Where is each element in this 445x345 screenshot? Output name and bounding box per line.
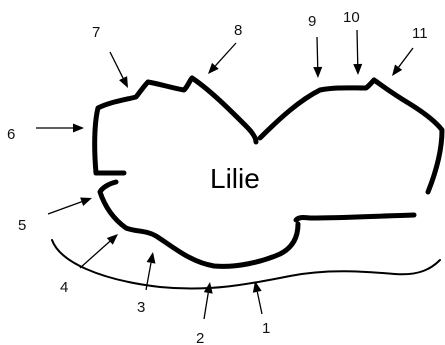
marker-9-arrow-line bbox=[316, 36, 319, 68]
marker-5-arrow-line bbox=[47, 201, 82, 215]
marker-7-arrow-head bbox=[119, 76, 128, 88]
outline-right-top bbox=[257, 77, 445, 195]
outline-left-top bbox=[92, 75, 259, 176]
marker-10-arrow-line bbox=[356, 29, 359, 65]
base-curve bbox=[51, 239, 441, 290]
marker-10-label: 10 bbox=[343, 9, 360, 26]
marker-4-arrow-head bbox=[106, 234, 118, 245]
arrows-group bbox=[36, 29, 414, 320]
marker-5-arrow-head bbox=[80, 197, 92, 206]
marker-7-arrow-line bbox=[109, 51, 124, 79]
marker-9-label: 9 bbox=[308, 13, 316, 30]
marker-10-arrow-head bbox=[353, 63, 363, 75]
marker-4-label: 4 bbox=[60, 279, 68, 296]
outline-bottom-right bbox=[293, 212, 417, 223]
marker-8-label: 8 bbox=[234, 22, 242, 39]
marker-8-arrow-line bbox=[214, 42, 237, 67]
marker-4-arrow-line bbox=[79, 240, 111, 269]
marker-1-label: 1 bbox=[262, 320, 270, 337]
marker-3-arrow-line bbox=[145, 262, 152, 291]
marker-5-label: 5 bbox=[18, 217, 26, 234]
marker-9-arrow-head bbox=[313, 66, 323, 78]
marker-11-arrow-line bbox=[398, 47, 414, 68]
marker-1-arrow-line bbox=[256, 291, 263, 315]
marker-2-arrow-head bbox=[203, 282, 213, 294]
marker-11-label: 11 bbox=[412, 25, 428, 42]
marker-7-label: 7 bbox=[92, 24, 100, 41]
marker-1-arrow-head bbox=[252, 281, 262, 293]
marker-2-arrow-line bbox=[203, 292, 209, 320]
center-label: Lilie bbox=[210, 163, 260, 194]
marker-11-arrow-head bbox=[392, 64, 403, 76]
marker-8-arrow-head bbox=[208, 62, 219, 74]
outline-bottom-left bbox=[97, 179, 301, 269]
marker-6-arrow-head bbox=[73, 123, 84, 133]
marker-3-arrow-head bbox=[146, 252, 156, 264]
marker-3-label: 3 bbox=[137, 299, 145, 316]
marker-2-label: 2 bbox=[196, 330, 204, 345]
marker-6-label: 6 bbox=[7, 126, 15, 143]
